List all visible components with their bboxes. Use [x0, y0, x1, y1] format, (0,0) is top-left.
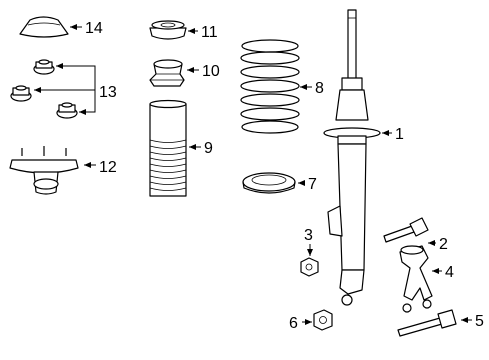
- part-10-bump-stop: [149, 59, 185, 87]
- part-3-nut: [300, 257, 319, 277]
- leader-13a: [56, 63, 96, 90]
- part-11-upper-spring-seat: [149, 20, 187, 40]
- part-6-flange-nut: [313, 309, 333, 331]
- callout-8: 8: [315, 80, 324, 97]
- leader-13c: [79, 90, 96, 115]
- callout-13: 13: [99, 84, 117, 101]
- part-1-strut-assembly: [323, 9, 381, 306]
- part-12-upper-mount: [9, 146, 79, 195]
- part-13-nut-middle: [10, 85, 32, 102]
- callout-1: 1: [395, 126, 404, 143]
- part-4-fork-bracket: [399, 245, 433, 313]
- part-14-strut-cap: [19, 16, 69, 38]
- part-2-bolt: [383, 217, 429, 243]
- callout-5: 5: [475, 313, 484, 330]
- callout-14: 14: [85, 20, 103, 37]
- callout-10: 10: [202, 63, 220, 80]
- part-9-dust-boot: [149, 99, 187, 197]
- part-13-nut-bottom: [56, 102, 78, 119]
- callout-9: 9: [204, 140, 213, 157]
- part-13-nut-top: [33, 59, 55, 75]
- callout-3: 3: [304, 227, 313, 244]
- callout-6: 6: [289, 315, 298, 332]
- callout-4: 4: [445, 264, 454, 281]
- callout-11: 11: [201, 24, 218, 41]
- part-5-bolt: [397, 309, 457, 337]
- part-8-coil-spring: [240, 39, 300, 134]
- callout-2: 2: [439, 236, 448, 253]
- part-7-lower-spring-seat: [242, 172, 296, 194]
- callout-12: 12: [99, 159, 117, 176]
- callout-7: 7: [308, 176, 317, 193]
